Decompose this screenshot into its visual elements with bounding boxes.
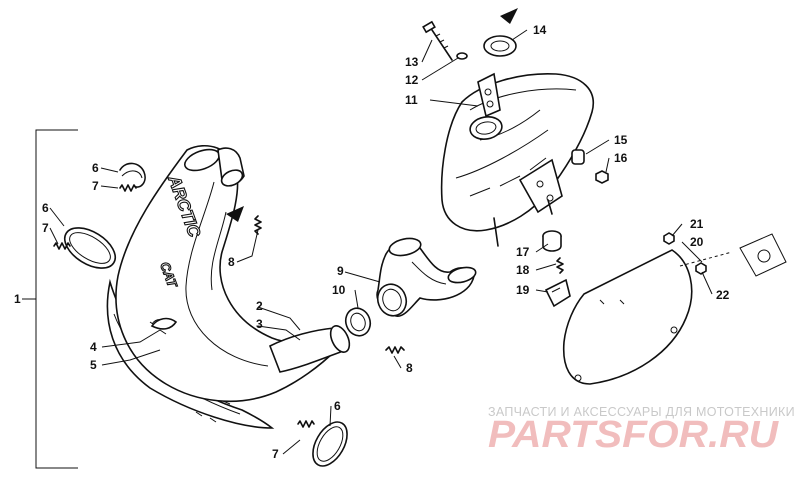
spring-18 xyxy=(556,257,564,274)
callout-16: 16 xyxy=(614,151,628,165)
direction-arrow-icon xyxy=(500,8,518,24)
spring-8-right xyxy=(385,346,405,354)
manifold-seal-ring xyxy=(344,307,372,337)
bolt-21 xyxy=(663,232,675,245)
spring-clamp-left xyxy=(53,227,117,269)
bracket-19 xyxy=(544,278,571,308)
grommet-14 xyxy=(483,35,517,57)
callout-18: 18 xyxy=(516,263,530,277)
nut-20 xyxy=(695,262,707,275)
callout-21: 21 xyxy=(690,217,704,231)
callout-19: 19 xyxy=(516,283,530,297)
callout-4: 4 xyxy=(90,340,97,354)
callout-12: 12 xyxy=(405,73,419,87)
callout-9: 9 xyxy=(337,264,344,278)
exhaust-manifold xyxy=(376,237,477,317)
mount-plate xyxy=(739,233,787,277)
callout-10: 10 xyxy=(332,283,346,297)
callout-20: 20 xyxy=(690,235,704,249)
assembly-bracket xyxy=(22,129,78,469)
bolt-13 xyxy=(422,20,453,61)
callout-2: 2 xyxy=(256,299,263,313)
callout-7b: 7 xyxy=(42,221,49,235)
nut-16 xyxy=(595,170,609,184)
callout-15: 15 xyxy=(614,133,628,147)
callout-6b: 6 xyxy=(42,201,49,215)
direction-arrow-icon xyxy=(226,206,244,222)
callout-8a: 8 xyxy=(228,255,235,269)
callout-8b: 8 xyxy=(406,361,413,375)
callout-3: 3 xyxy=(256,317,263,331)
callout-6c: 6 xyxy=(334,399,341,413)
rubber-mount-17 xyxy=(542,230,562,252)
callout-17: 17 xyxy=(516,245,530,259)
watermark-logo: PARTSFOR.RU xyxy=(488,414,780,456)
callout-14: 14 xyxy=(533,23,547,37)
callout-6a: 6 xyxy=(92,161,99,175)
muffler-assembly xyxy=(440,72,595,247)
heat-shield-22 xyxy=(562,249,693,385)
callout-7c: 7 xyxy=(272,447,279,461)
callout-7a: 7 xyxy=(92,179,99,193)
spring-8-left xyxy=(254,215,262,235)
callout-22: 22 xyxy=(716,288,730,302)
watermark-tagline: ЗАПЧАСТИ И АКСЕССУАРЫ ДЛЯ МОТОТЕХНИКИ xyxy=(488,405,795,419)
callout-13: 13 xyxy=(405,55,419,69)
callout-5: 5 xyxy=(90,358,97,372)
spring-clamp-bottom xyxy=(297,420,348,467)
expansion-chamber: ARCTIC CAT xyxy=(106,145,351,429)
spring-clamp-top xyxy=(119,162,146,192)
callout-11: 11 xyxy=(405,93,418,107)
callout-1: 1 xyxy=(14,292,21,306)
callout-labels: 1 2 3 4 5 6 7 6 7 8 9 10 8 6 7 11 12 13 … xyxy=(14,23,730,461)
washer-12 xyxy=(456,52,468,60)
leader-lines xyxy=(49,29,713,455)
grommet-15 xyxy=(571,149,585,165)
watermark: ЗАПЧАСТИ И АКСЕССУАРЫ ДЛЯ МОТОТЕХНИКИ PA… xyxy=(488,405,795,456)
